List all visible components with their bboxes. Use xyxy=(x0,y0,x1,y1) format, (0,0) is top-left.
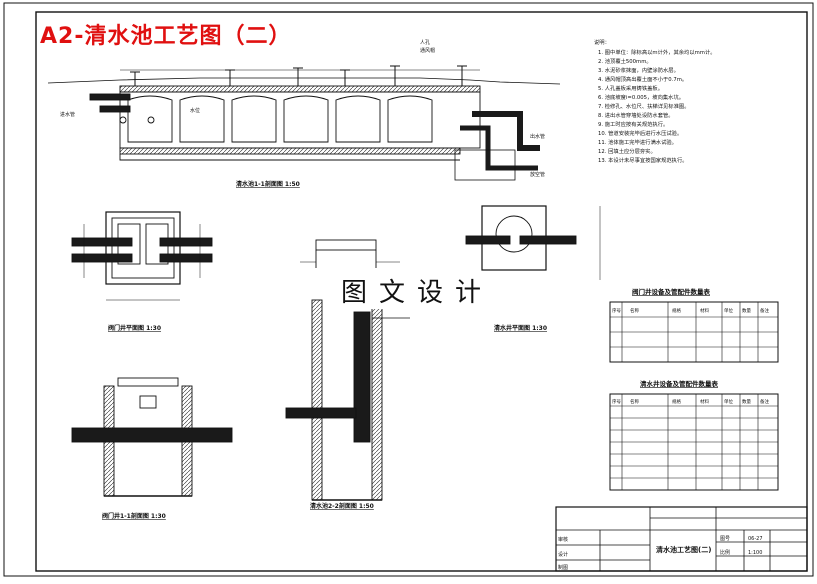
svg-text:设计: 设计 xyxy=(558,551,568,558)
svg-text:12. 回填土应分层夯实。: 12. 回填土应分层夯实。 xyxy=(598,147,656,155)
watermark: 图文设计 xyxy=(335,272,500,309)
svg-text:阀门井平面图 1:30: 阀门井平面图 1:30 xyxy=(108,324,161,332)
svg-text:人孔: 人孔 xyxy=(420,39,430,46)
equipment-table-1 xyxy=(609,301,779,363)
drawing-name: 清水池工艺图(二) xyxy=(656,545,711,554)
svg-text:8. 进出水管穿墙处设防水套管。: 8. 进出水管穿墙处设防水套管。 xyxy=(598,111,674,119)
svg-text:名称: 名称 xyxy=(630,398,639,405)
sheet-title: A2-清水池工艺图（二） xyxy=(40,24,292,49)
svg-text:3. 水泥砂浆抹面，内壁涂防水层。: 3. 水泥砂浆抹面，内壁涂防水层。 xyxy=(598,66,679,74)
svg-text:水位: 水位 xyxy=(190,107,200,114)
drawing-number: 06-27 xyxy=(748,536,763,542)
svg-text:进水管: 进水管 xyxy=(60,111,75,118)
equipment-table-2 xyxy=(609,393,779,491)
svg-text:阀门井1-1剖面图 1:30: 阀门井1-1剖面图 1:30 xyxy=(102,512,166,520)
valve-well-section xyxy=(71,377,233,497)
tank-section-2 xyxy=(285,239,410,501)
svg-text:单位: 单位 xyxy=(724,398,733,405)
svg-text:审核: 审核 xyxy=(558,536,568,543)
well-plan-right xyxy=(465,205,601,280)
title-block xyxy=(555,506,808,572)
outer-border xyxy=(3,2,814,577)
inner-border xyxy=(35,11,808,572)
svg-text:规格: 规格 xyxy=(672,398,681,405)
svg-text:数量: 数量 xyxy=(742,307,751,314)
svg-text:6. 池底坡度i=0.005，坡向集水坑。: 6. 池底坡度i=0.005，坡向集水坑。 xyxy=(598,93,684,101)
svg-text:通风帽: 通风帽 xyxy=(420,47,435,54)
svg-text:10. 管道安装完毕后进行水压试验。: 10. 管道安装完毕后进行水压试验。 xyxy=(598,129,682,137)
svg-text:材料: 材料 xyxy=(700,398,709,405)
svg-text:规格: 规格 xyxy=(672,307,681,314)
svg-text:5. 人孔盖板采用铸铁盖板。: 5. 人孔盖板采用铸铁盖板。 xyxy=(598,84,663,92)
svg-text:制图: 制图 xyxy=(558,564,568,571)
svg-text:比例: 比例 xyxy=(720,549,730,556)
svg-text:11. 池体施工完毕进行满水试验。: 11. 池体施工完毕进行满水试验。 xyxy=(598,138,677,146)
svg-text:清水池2-2剖面图 1:50: 清水池2-2剖面图 1:50 xyxy=(310,502,374,510)
svg-text:放空管: 放空管 xyxy=(530,171,545,178)
design-notes: 说明： 1. 图中单位：除标高以m计外，其余均以mm计。 2. 池顶覆土500m… xyxy=(594,38,716,164)
svg-text:清水井设备及管配件数量表: 清水井设备及管配件数量表 xyxy=(640,379,719,388)
svg-text:图号: 图号 xyxy=(720,536,730,542)
svg-text:7. 检修孔、水位尺、扶梯详见标准图。: 7. 检修孔、水位尺、扶梯详见标准图。 xyxy=(598,102,690,110)
svg-text:说明：: 说明： xyxy=(594,38,610,46)
svg-text:2. 池顶覆土500mm。: 2. 池顶覆土500mm。 xyxy=(598,57,652,65)
valve-well-plan xyxy=(71,211,213,301)
svg-text:序号: 序号 xyxy=(612,398,621,405)
svg-text:材料: 材料 xyxy=(700,307,709,314)
svg-text:名称: 名称 xyxy=(630,307,639,314)
svg-text:1. 图中单位：除标高以m计外，其余均以mm计。: 1. 图中单位：除标高以m计外，其余均以mm计。 xyxy=(598,48,716,56)
svg-text:清水井平面图 1:30: 清水井平面图 1:30 xyxy=(494,324,547,332)
reservoir-section xyxy=(47,65,561,181)
svg-text:数量: 数量 xyxy=(742,398,751,405)
svg-text:备注: 备注 xyxy=(760,398,769,405)
svg-text:序号: 序号 xyxy=(612,307,621,314)
svg-text:阀门井设备及管配件数量表: 阀门井设备及管配件数量表 xyxy=(632,287,711,296)
svg-text:9. 施工时应按有关规范执行。: 9. 施工时应按有关规范执行。 xyxy=(598,120,668,128)
svg-text:单位: 单位 xyxy=(724,307,733,314)
svg-text:清水池1-1剖面图 1:50: 清水池1-1剖面图 1:50 xyxy=(236,180,300,188)
svg-text:13. 本设计未尽事宜按国家规范执行。: 13. 本设计未尽事宜按国家规范执行。 xyxy=(598,156,688,164)
svg-text:出水管: 出水管 xyxy=(530,133,545,140)
drawing-scale: 1:100 xyxy=(748,550,762,556)
svg-text:4. 通风帽顶高出覆土面不小于0.7m。: 4. 通风帽顶高出覆土面不小于0.7m。 xyxy=(598,75,687,83)
svg-text:备注: 备注 xyxy=(760,307,769,314)
